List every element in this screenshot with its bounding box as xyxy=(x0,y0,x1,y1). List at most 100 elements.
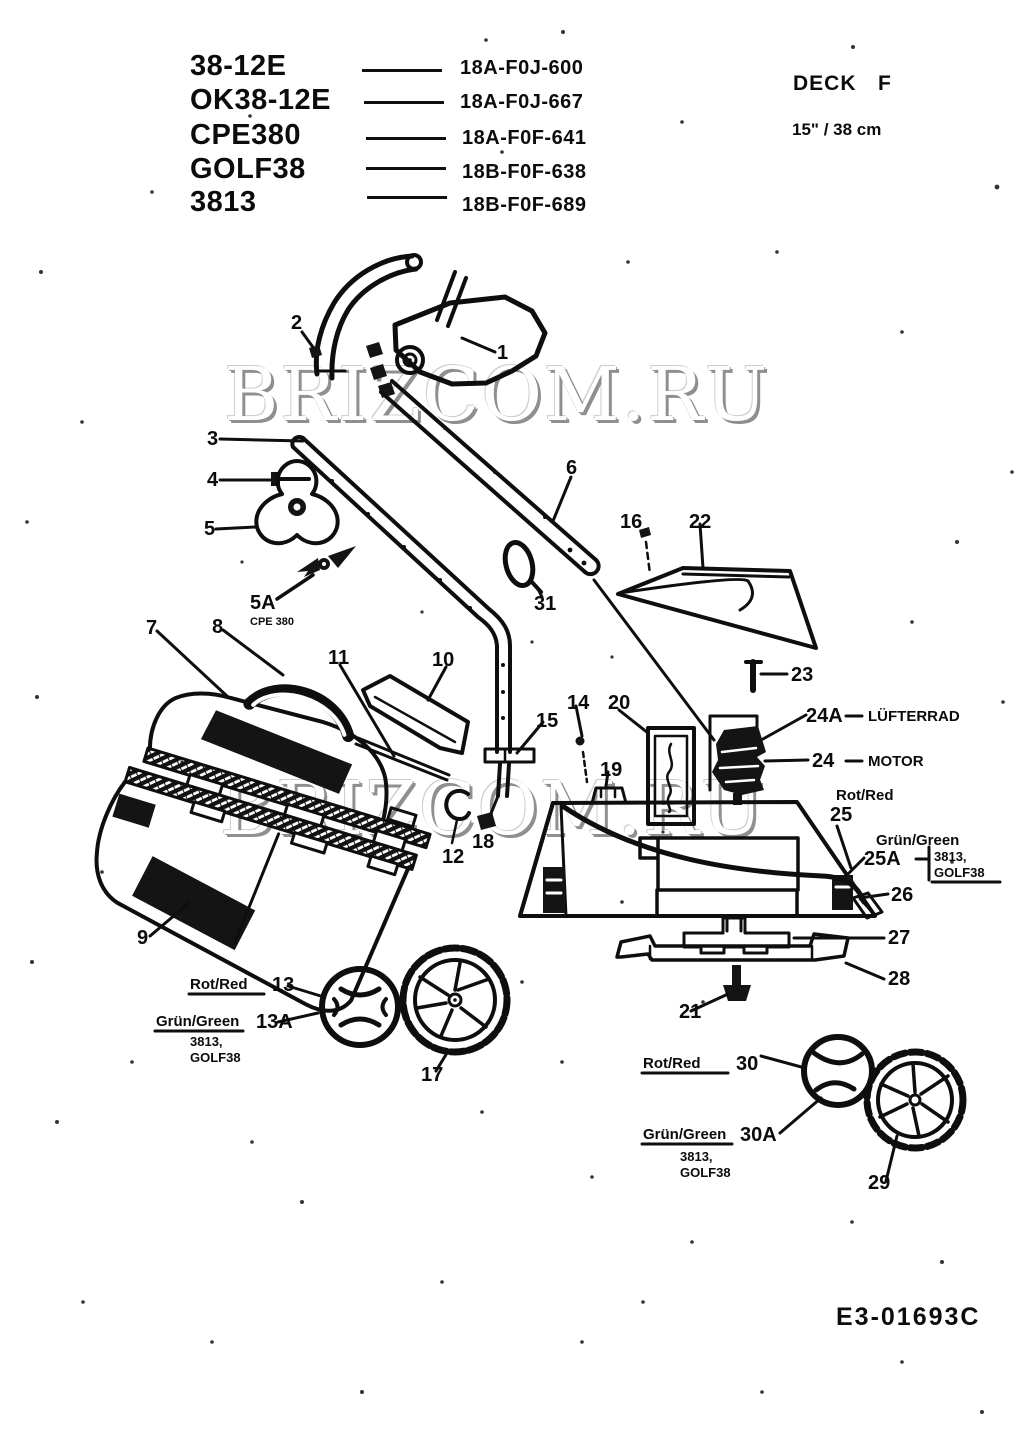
callout-12: 12 xyxy=(442,846,464,868)
callout-26: 26 xyxy=(891,884,913,906)
annotation-motor: MOTOR xyxy=(868,753,924,770)
callout-30a: 30A xyxy=(740,1124,777,1146)
callout-20: 20 xyxy=(608,692,630,714)
switch-housing xyxy=(366,294,548,398)
callout-2: 2 xyxy=(291,312,302,334)
model-code-5: 18B-F0F-689 xyxy=(462,194,587,216)
model-name-1: 38-12E xyxy=(190,50,287,82)
model-code-1: 18A-F0J-600 xyxy=(460,57,584,79)
annotation-variant-3813-left: 3813, xyxy=(190,1034,223,1049)
callout-29: 29 xyxy=(868,1172,890,1194)
lid-dark-stripe xyxy=(200,710,353,794)
callout-22: 22 xyxy=(689,511,711,533)
model-code-4: 18B-F0F-638 xyxy=(462,161,587,183)
rail-lower xyxy=(123,765,418,871)
callout-11: 11 xyxy=(328,647,349,669)
callout-4: 4 xyxy=(207,469,219,491)
annotation-variant-golf38-right: GOLF38 xyxy=(680,1165,731,1180)
annotation-rot-red-deck: Rot/Red xyxy=(836,787,894,804)
wheel-right xyxy=(863,1048,967,1152)
deck-size: 15" / 38 cm xyxy=(792,120,882,139)
motor-shaft xyxy=(733,793,742,805)
callout-16: 16 xyxy=(620,511,642,533)
callout-10: 10 xyxy=(432,649,454,671)
model-name-5: 3813 xyxy=(190,186,257,218)
callout-25a: 25A xyxy=(864,848,901,870)
annotation-variant-3813-deck: 3813, xyxy=(934,849,967,864)
model-divider-line xyxy=(362,69,442,72)
doc-code: E3-01693C xyxy=(836,1303,981,1331)
callout-13: 13 xyxy=(272,974,294,996)
hub-cap-right xyxy=(801,1034,875,1108)
tube-nut xyxy=(477,812,496,830)
callout-15: 15 xyxy=(536,710,558,732)
chute xyxy=(361,674,470,755)
callout-17: 17 xyxy=(421,1064,443,1086)
model-code-3: 18A-F0F-641 xyxy=(462,127,587,149)
annotation-rot-red-left: Rot/Red xyxy=(190,976,248,993)
callout-19: 19 xyxy=(600,759,622,781)
upper-handle-tube xyxy=(379,379,716,742)
engine-mount-box xyxy=(638,836,800,892)
mower-deck xyxy=(518,800,884,933)
callout-28: 28 xyxy=(888,968,910,990)
callout-25: 25 xyxy=(830,804,852,826)
callout-3: 3 xyxy=(207,428,218,450)
callout-1: 1 xyxy=(497,342,508,364)
hub-cap-left xyxy=(319,966,401,1048)
t-bolt xyxy=(744,659,763,693)
model-divider-line xyxy=(366,167,446,170)
brand-label-plate xyxy=(646,726,696,826)
annotation-gruen-green-right: Grün/Green xyxy=(643,1126,726,1143)
cable-loop xyxy=(502,539,543,594)
annotation-luefterrad: LÜFTERRAD xyxy=(868,708,960,725)
callout-6: 6 xyxy=(566,457,577,479)
deck-cable xyxy=(561,804,867,905)
model-name-4: GOLF38 xyxy=(190,153,306,185)
cable-hook xyxy=(444,788,471,845)
rail-upper xyxy=(142,746,432,850)
clamp-plate xyxy=(370,364,387,380)
deck-post-left xyxy=(543,867,565,913)
wing-nut xyxy=(275,546,356,601)
callout-24: 24 xyxy=(812,750,835,772)
model-code-2: 18A-F0J-667 xyxy=(460,91,584,113)
callout-8: 8 xyxy=(212,616,223,638)
carriage-bolt xyxy=(271,472,311,486)
clamp-plate xyxy=(366,342,383,358)
body-dark-block xyxy=(112,793,156,828)
body-dark-patch xyxy=(132,856,256,951)
annotation-variant-golf38-deck: GOLF38 xyxy=(934,865,985,880)
tube-bracket xyxy=(483,747,536,764)
callout-24a: 24A xyxy=(806,705,843,727)
leader-lines xyxy=(148,336,1002,1183)
deck-letter: F xyxy=(878,72,892,95)
bail-handle xyxy=(313,253,468,381)
annotation-gruen-green-deck: Grün/Green xyxy=(876,832,959,849)
rear-deflector xyxy=(616,566,818,650)
model-divider-line xyxy=(364,101,444,104)
callout-18: 18 xyxy=(472,831,494,853)
callout-13a: 13A xyxy=(256,1011,293,1033)
star-knob xyxy=(254,459,340,546)
model-name-2: OK38-12E xyxy=(190,84,332,116)
annotation-variant-3813-right: 3813, xyxy=(680,1149,713,1164)
motor xyxy=(708,714,766,805)
callout-labels: 1 2 3 4 5 5A CPE 380 6 7 8 9 10 11 12 13… xyxy=(137,312,985,1194)
wheel-left xyxy=(399,944,511,1056)
blade-bolt xyxy=(723,965,751,1001)
annotation-gruen-green-left: Grün/Green xyxy=(156,1013,239,1030)
callout-9: 9 xyxy=(137,927,148,949)
model-divider-line xyxy=(367,196,447,199)
switch-cable xyxy=(592,578,716,742)
handle-screw xyxy=(300,330,347,373)
callout-5: 5 xyxy=(204,518,215,540)
model-name-3: CPE380 xyxy=(190,119,302,151)
callout-5a-note: CPE 380 xyxy=(250,616,294,628)
grass-catcher-handle xyxy=(243,684,355,743)
deflector-screw xyxy=(639,527,652,576)
callout-27: 27 xyxy=(888,927,910,949)
motor-screw xyxy=(575,736,589,784)
